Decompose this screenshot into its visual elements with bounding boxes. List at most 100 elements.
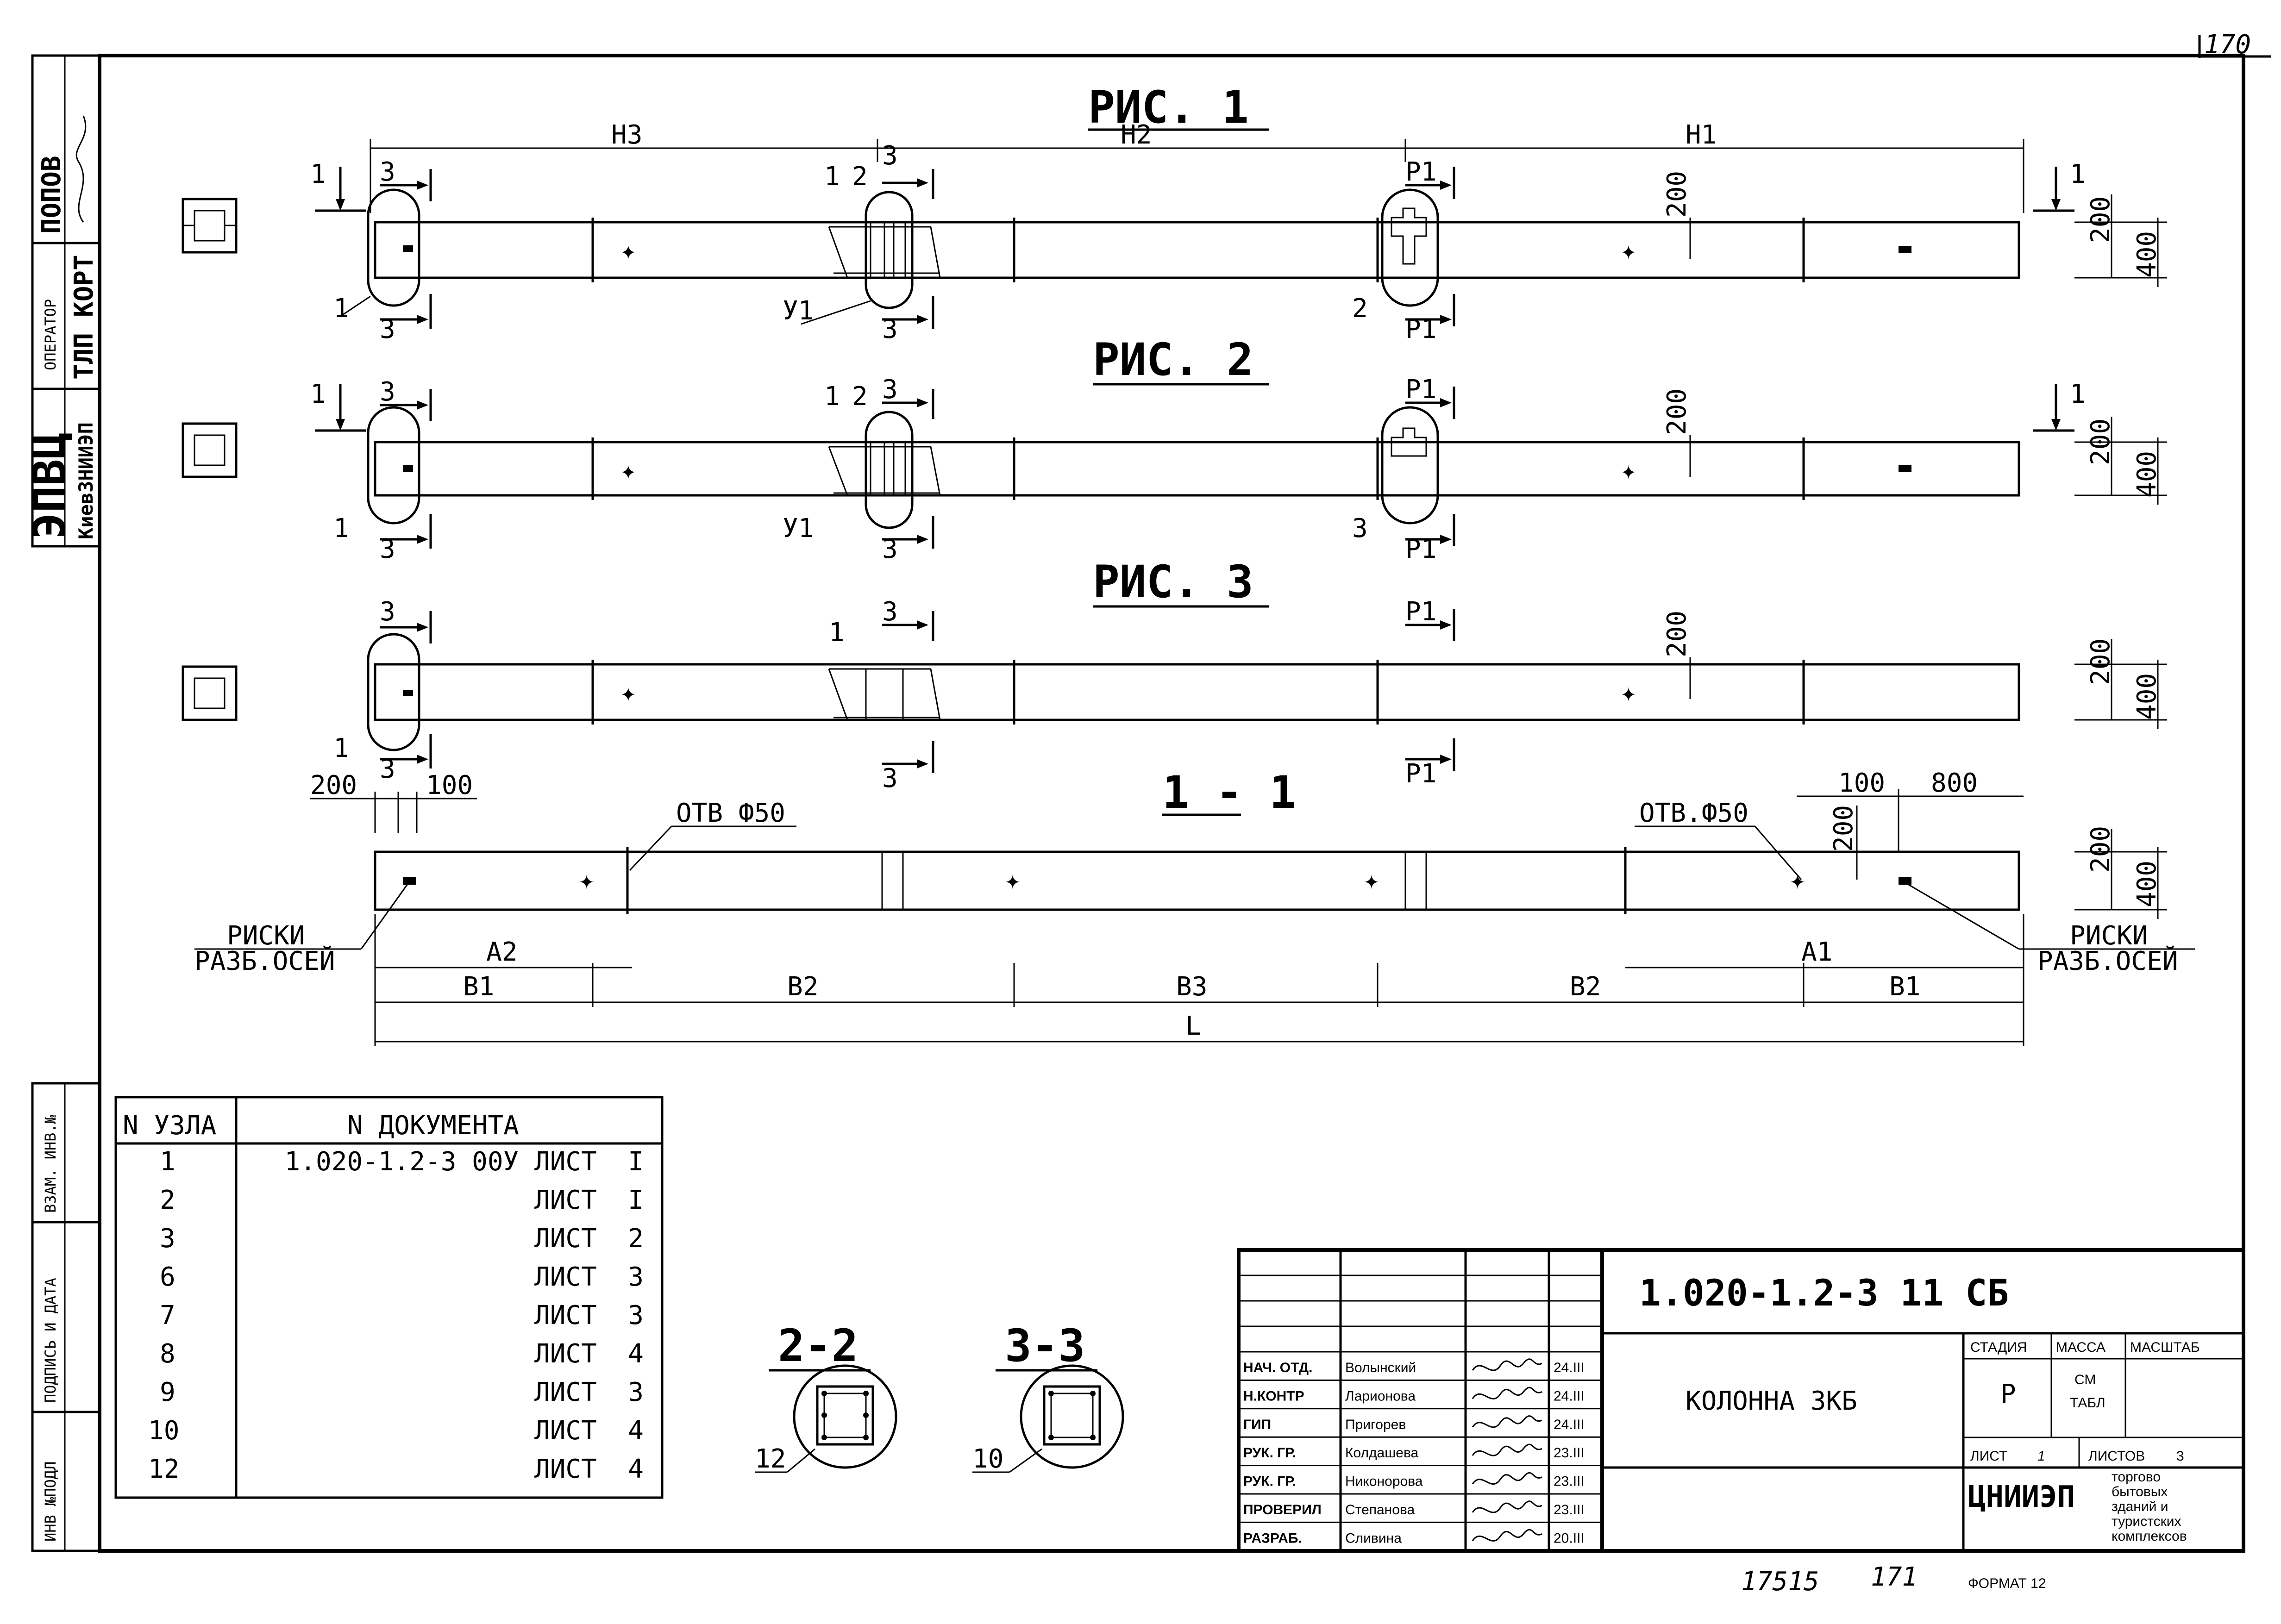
drawing-name: КОЛОННА 3КБ: [1686, 1386, 1857, 1416]
section-mark: Р1: [1405, 157, 1436, 187]
org-description-line: зданий и: [2112, 1499, 2168, 1514]
axis-mark: ✦: [579, 865, 595, 895]
table-header-node: N УЗЛА: [123, 1111, 216, 1141]
stamp-operator-value: ТЛП КОРТ: [69, 255, 99, 380]
format-label: ФОРМАТ 12: [1968, 1576, 2046, 1591]
section-mark: 3: [882, 375, 898, 405]
table-cell-node: 7: [160, 1300, 175, 1330]
tb-role: ПРОВЕРИЛ: [1243, 1502, 1322, 1518]
section-mark: 3: [380, 597, 395, 627]
section-2-2: 2-2 12: [755, 1320, 897, 1474]
dim-a2: А2: [486, 937, 517, 967]
tb-person: Никонорова: [1345, 1474, 1423, 1489]
tb-role: Н.КОНТР: [1243, 1388, 1304, 1404]
axis-mark: ✦: [1005, 865, 1021, 895]
section-mark: Р1: [1405, 759, 1436, 789]
label: 1: [824, 381, 840, 412]
label: У1: [783, 513, 814, 543]
dim-200: 200: [2086, 418, 2116, 465]
handwritten-number-2: 171: [1871, 1562, 1918, 1592]
signature: [1472, 1529, 1542, 1542]
signature: [1472, 1358, 1542, 1371]
mass-value-2: ТАБЛ: [2070, 1395, 2106, 1411]
axis-mark: ✦: [620, 456, 636, 486]
stamp-top-name: ПОПОВ: [37, 156, 67, 234]
stamp-top-signature: [75, 115, 87, 223]
tb-date: 20.III: [1554, 1530, 1585, 1546]
tb-date: 24.III: [1554, 1388, 1585, 1404]
nodes-table: N УЗЛА N ДОКУМЕНТА 1 1.020-1.2-3 00У ЛИСТ…: [114, 1096, 664, 1499]
table-cell-node: 9: [160, 1377, 175, 1407]
marks-left-line2: РАЗБ.ОСЕЙ: [194, 946, 335, 976]
table-header-doc: N ДОКУМЕНТА: [347, 1111, 519, 1141]
sheets-label: ЛИСТОВ: [2088, 1449, 2145, 1464]
mass-label: МАССА: [2056, 1340, 2106, 1355]
label: 1: [333, 294, 349, 324]
tb-role: РУК. ГР.: [1243, 1474, 1296, 1489]
table-cell-doc: ЛИСТ 4: [534, 1416, 644, 1446]
table-cell-doc: ЛИСТ 2: [534, 1224, 644, 1254]
marks-left-line1: РИСКИ: [227, 921, 305, 951]
dim-200: 200: [2086, 826, 2116, 873]
left-stamps: ПОПОВ ОПЕРАТОР ТЛП КОРТ ЭПВЦ КиевЗНИИЭП …: [24, 54, 101, 1552]
dim-400: 400: [2132, 861, 2162, 907]
dim-b3: В3: [1176, 972, 1207, 1002]
section-mark: Р1: [1405, 597, 1436, 627]
label: 3: [1352, 513, 1368, 543]
org-description-line: комплексов: [2112, 1529, 2187, 1544]
section-label: 10: [972, 1444, 1003, 1474]
tb-role: РУК. ГР.: [1243, 1445, 1296, 1461]
signature: [1472, 1415, 1542, 1428]
sheets-value: 3: [2176, 1449, 2184, 1464]
column-longitudinal-section: [374, 850, 2020, 911]
marks-right-line2: РАЗБ.ОСЕЙ: [2037, 946, 2178, 976]
marks-right-line1: РИСКИ: [2070, 921, 2148, 951]
tb-person: Сливина: [1345, 1530, 1402, 1546]
dim-b1: В1: [463, 972, 494, 1002]
tb-date: 24.III: [1554, 1360, 1585, 1375]
table-cell-doc: 1.020-1.2-3 00У ЛИСТ I: [285, 1147, 644, 1177]
dim-400: 400: [2132, 673, 2162, 720]
section-mark: Р1: [1405, 375, 1436, 405]
stage-value: Р: [2000, 1379, 2016, 1409]
dim-left-100: 100: [426, 770, 473, 800]
figure-1: РИС. 1 Н3 Н2 Н1 1 1 3 3 1: [182, 81, 2167, 344]
signature: [1472, 1387, 1542, 1399]
signature: [1472, 1472, 1542, 1485]
section-mark: 3: [882, 763, 898, 793]
dim-l: L: [1185, 1011, 1201, 1041]
dim-400: 400: [2132, 451, 2162, 498]
sheet-number: 170: [2204, 30, 2251, 60]
dim-left-200: 200: [310, 770, 357, 800]
table-cell-doc: ЛИСТ 4: [534, 1339, 644, 1369]
section-3-3: 3-3 10: [972, 1320, 1124, 1474]
tb-role: НАЧ. ОТД.: [1243, 1360, 1312, 1375]
stamp-podpis-data: ПОДПИСЬ И ДАТА: [42, 1278, 59, 1403]
doc-code: 1.020-1.2-3 11 СБ: [1639, 1273, 2009, 1314]
column-elevation: [374, 221, 2020, 279]
label: 2: [852, 162, 868, 192]
figure-2: РИС. 2 1 1 3 3 1 ✦ ✦ 3 3: [182, 334, 2167, 564]
column-section-square: [182, 198, 238, 254]
dim-h1: Н1: [1686, 120, 1717, 150]
dim-200-vert: 200: [1829, 805, 1859, 852]
label: 1: [333, 733, 349, 763]
dim-b2: В2: [787, 972, 818, 1002]
cut-right: 1: [2070, 379, 2086, 409]
stamp-inv-podl: ИНВ №ПОДЛ: [42, 1462, 59, 1542]
sheet-label: ЛИСТ: [1970, 1449, 2007, 1464]
dim-b2: В2: [1570, 972, 1601, 1002]
tb-person: Пригорев: [1345, 1417, 1406, 1432]
table-cell-doc: ЛИСТ I: [534, 1185, 644, 1215]
table-cell-doc: ЛИСТ 3: [534, 1300, 644, 1330]
cut-left: 1: [310, 379, 326, 409]
section-title: 2-2: [778, 1320, 858, 1372]
table-cell-node: 6: [160, 1262, 175, 1292]
column-section-square: [182, 422, 238, 478]
figure-3: РИС. 3 3 3 1 ✦ ✦ 1 3 3 Р1 Р1: [182, 556, 2167, 793]
table-cell-doc: ЛИСТ 3: [534, 1262, 644, 1292]
table-cell-node: 1: [160, 1147, 175, 1177]
figure-title: РИС. 3: [1093, 556, 1253, 608]
